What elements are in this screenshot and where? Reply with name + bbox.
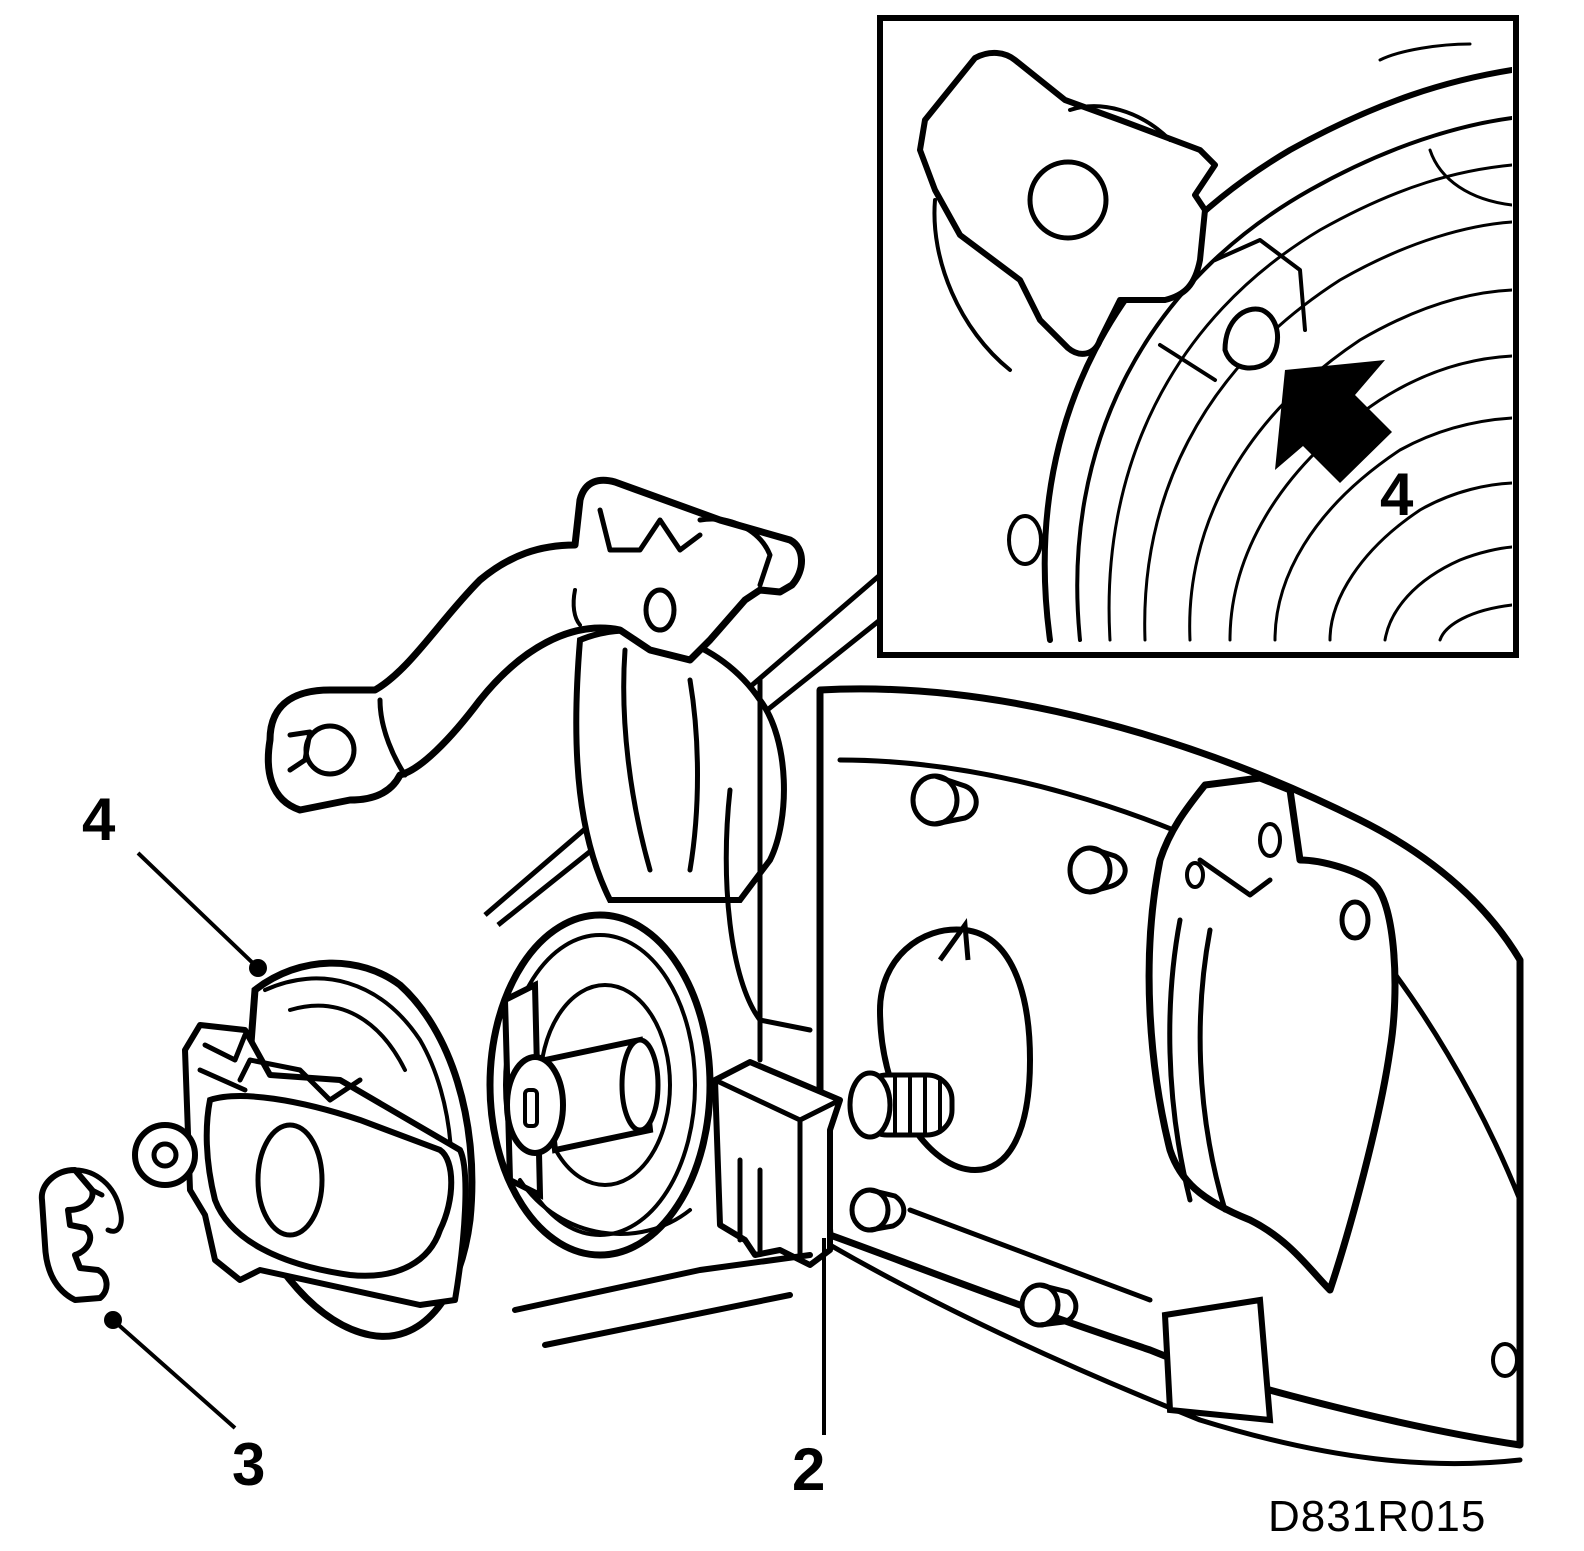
housing-pins — [849, 773, 1519, 1378]
inset-rotor-arm — [917, 50, 1218, 372]
part-3-callout: 3 — [232, 1431, 266, 1498]
inset-housing-rings — [1041, 42, 1512, 643]
vacuum-lever-arm — [264, 476, 805, 814]
callout-leaders — [104, 851, 826, 1435]
inset-callout-4: 4 — [1380, 461, 1414, 528]
inset-rotor-hole — [1027, 159, 1109, 241]
part-3-circlip — [38, 1167, 124, 1303]
distributor-housing — [816, 685, 1524, 1467]
base-frame-lines — [512, 1252, 813, 1348]
part-2-callout: 2 — [792, 1436, 826, 1503]
part-4-callout: 4 — [82, 786, 116, 853]
spring-clip-bracket — [1145, 774, 1399, 1424]
part-4-rotor — [132, 959, 476, 1340]
part-2-connector — [712, 1059, 843, 1268]
threaded-post — [847, 918, 1034, 1174]
shaft-bearing — [486, 627, 813, 1259]
inset-pointer-arrow — [1275, 360, 1392, 483]
inset-key-tab — [1007, 238, 1307, 566]
inset-detail — [877, 15, 1519, 658]
drawing-reference-code: D831R015 — [1268, 1492, 1487, 1541]
